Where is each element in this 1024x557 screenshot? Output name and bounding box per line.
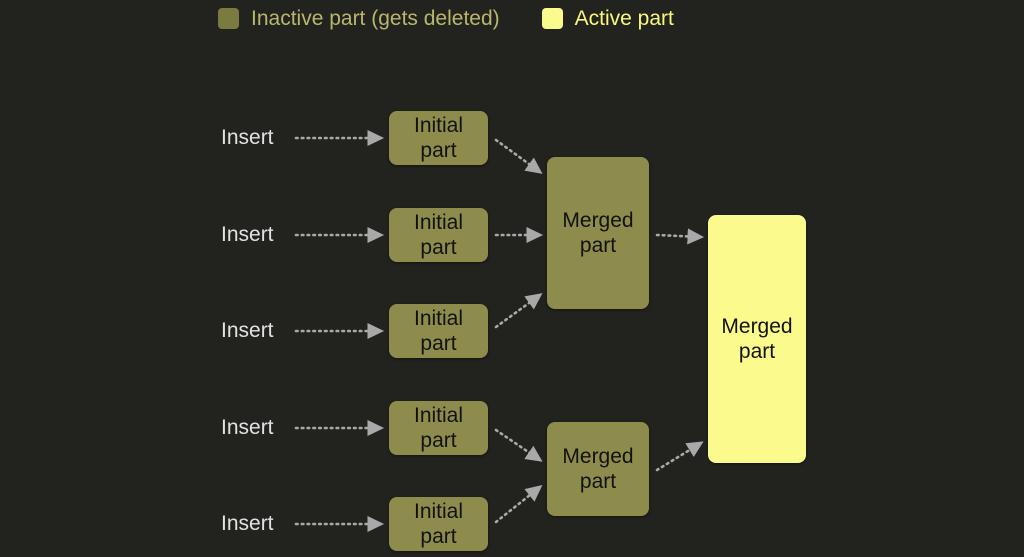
legend-entry-inactive: Inactive part (gets deleted) <box>218 8 500 29</box>
legend-label-active: Active part <box>574 7 674 30</box>
insert-label-3: Insert <box>221 319 274 342</box>
arrow-merged1-to-final <box>655 228 705 245</box>
legend-entry-active: Active part <box>541 7 674 30</box>
inactive-part-swatch-icon <box>218 8 239 29</box>
insert-label-5: Insert <box>221 512 274 535</box>
arrow-initial5-to-merged2 <box>494 485 543 524</box>
arrow-initial3-to-merged1 <box>494 293 543 329</box>
arrow-initial1-to-merged1 <box>494 138 543 174</box>
insert-label-1: Insert <box>221 126 274 149</box>
legend-label-inactive: Inactive part (gets deleted) <box>251 7 500 30</box>
legend: Inactive part (gets deleted) Active part <box>218 8 674 29</box>
arrow-merged2-to-final <box>655 441 704 472</box>
insert-label-4: Insert <box>221 416 274 439</box>
insert-label-2: Insert <box>221 223 274 246</box>
arrow-initial4-to-merged2 <box>494 428 543 462</box>
active-part-swatch-icon <box>541 8 563 29</box>
